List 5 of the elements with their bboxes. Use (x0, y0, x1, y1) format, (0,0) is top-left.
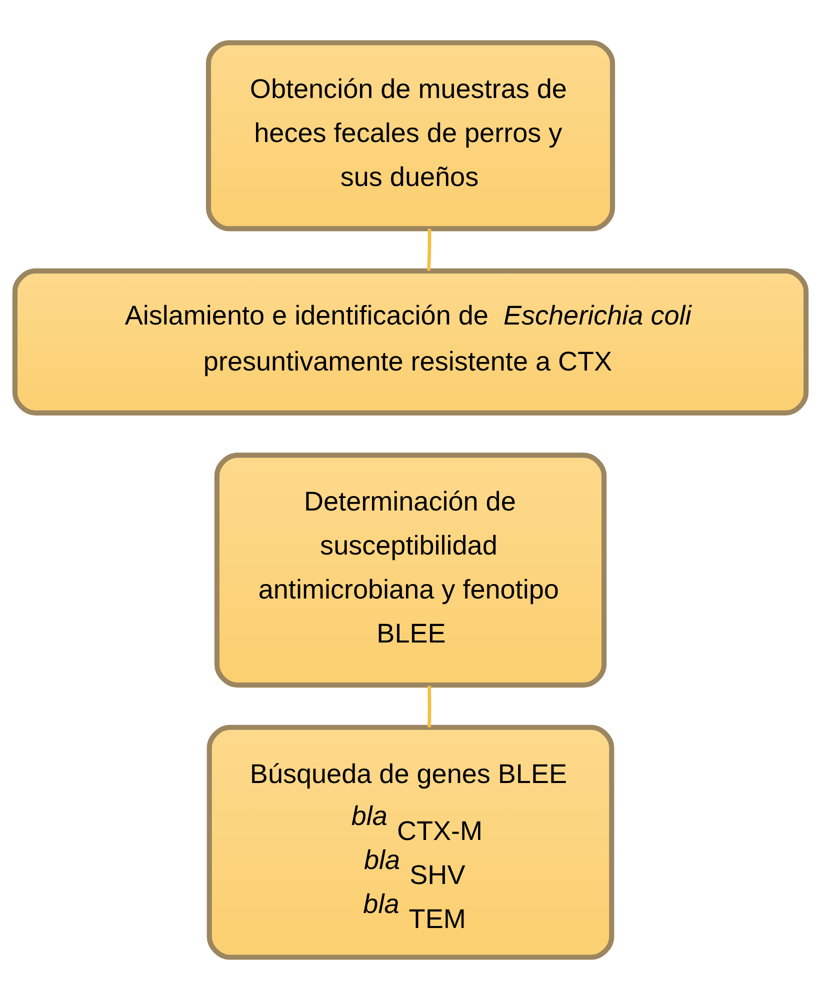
node-box: Aislamiento e identificación de Escherichia coli presuntivamente resistente a CTX (12, 268, 809, 415)
connector (428, 685, 432, 727)
node-box: Obtención de muestras de heces fecales de perros y sus dueños (206, 40, 616, 231)
connector (426, 228, 432, 270)
node-box: Determinación de susceptibilidad antimicrobiana y fenotipo BLEE (214, 452, 607, 688)
